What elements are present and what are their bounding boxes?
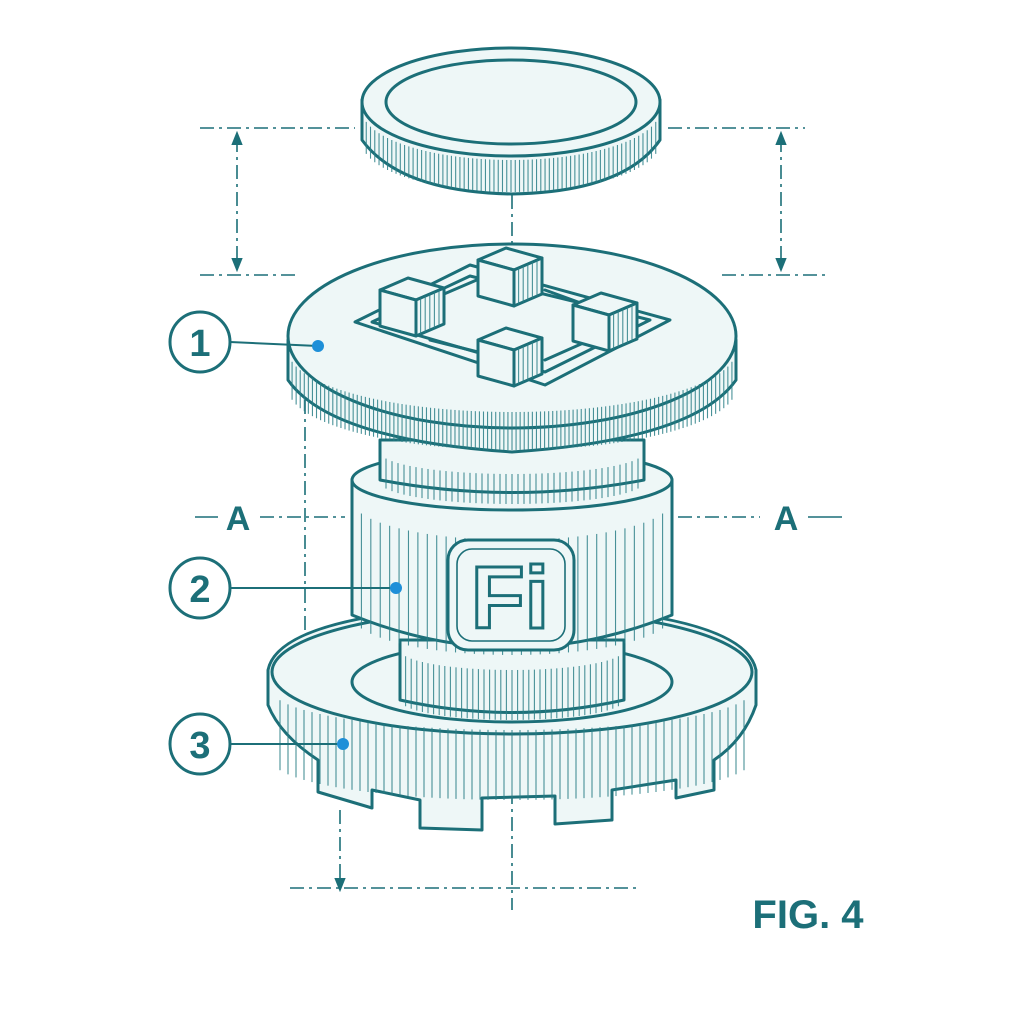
callout-3-number: 3 (189, 725, 210, 767)
callout-2-number: 2 (189, 569, 210, 611)
figure-label: FIG. 4 (752, 893, 864, 937)
logo-text: Fi (471, 548, 549, 647)
callout-1: 1 (168, 310, 324, 374)
logo-plate (446, 538, 576, 652)
callout-1-number: 1 (189, 323, 210, 365)
cylinder-housing: Fi (350, 438, 674, 720)
top-cap-disc (360, 46, 662, 196)
section-marker-left: A (226, 500, 251, 538)
section-marker-right: A (774, 500, 799, 538)
top-plate (286, 242, 738, 454)
callout-3: 3 (168, 712, 349, 776)
callout-2: 2 (168, 556, 402, 620)
